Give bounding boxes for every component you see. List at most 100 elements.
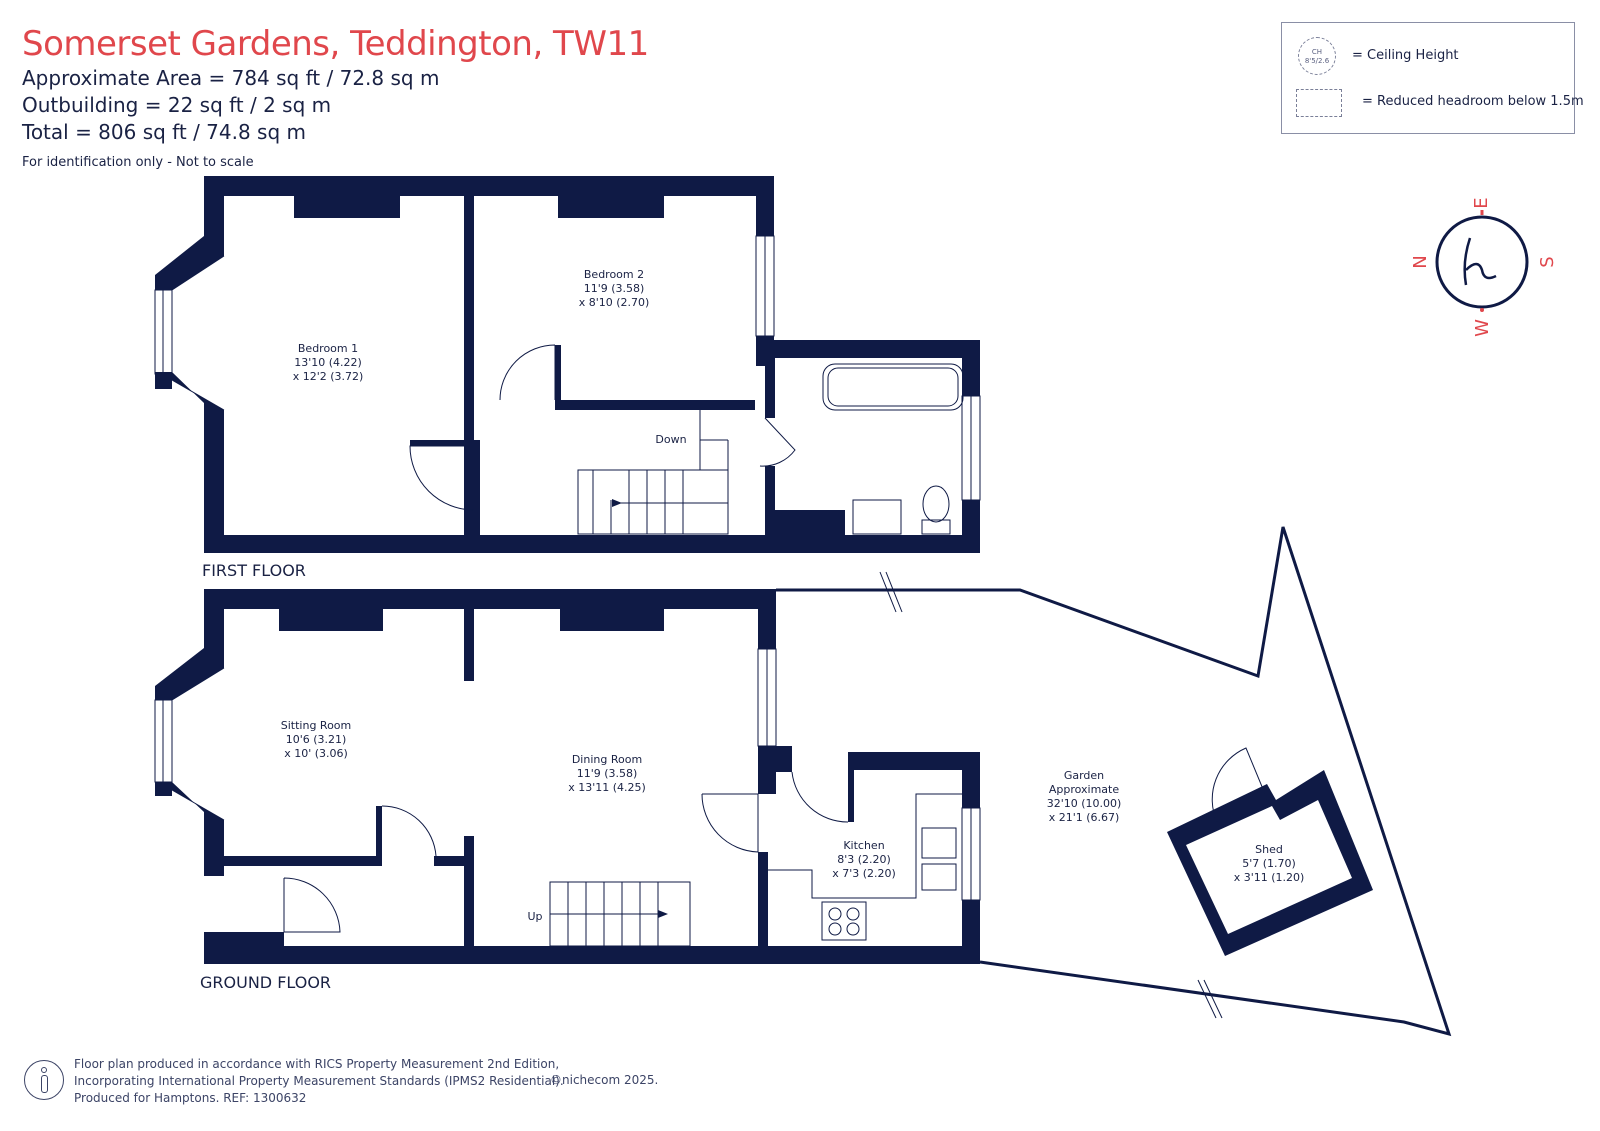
room-dim: x 10' (3.06) (284, 747, 348, 760)
gf-kitchen-door-jamb (848, 752, 854, 822)
room-name: Bedroom 1 (298, 342, 358, 355)
gf-top-wall (204, 589, 776, 609)
first-floor-details (154, 235, 981, 535)
ff-bath-inner (827, 367, 959, 407)
gf-hob-ring (846, 922, 860, 936)
ff-right-wall-upper (756, 176, 774, 236)
ff-bathroom-left-lower (765, 466, 775, 536)
ff-chimney-breast-2 (558, 196, 664, 218)
room-dim: x 13'11 (4.25) (568, 781, 646, 794)
compass-south: S (1537, 256, 1558, 267)
room-name: Kitchen (843, 839, 884, 852)
gf-left-wall-upper (204, 589, 224, 655)
ff-bath-door-swing (759, 417, 796, 467)
ff-bath (822, 363, 964, 411)
gf-partition-lower (464, 836, 474, 946)
room-dim: 13'10 (4.22) (294, 356, 362, 369)
ff-bed2-bottom-wall (555, 400, 755, 410)
ff-bay-corner-lower (155, 374, 172, 389)
gf-hob (821, 901, 867, 941)
gf-partition-upper (464, 609, 474, 681)
compass-west: W (1472, 319, 1493, 337)
reduced-headroom-icon (1296, 89, 1342, 117)
compass-east: E (1471, 197, 1492, 208)
gf-bay-side-b (171, 789, 225, 821)
ff-bed2-door-jamb (555, 345, 561, 410)
gf-kitchen-left-wall (758, 852, 768, 946)
ground-floor-details (154, 648, 981, 947)
gf-hob-ring (828, 907, 842, 921)
footer-copyright: ©nichecom 2025. (550, 1073, 659, 1087)
first-floor-label: FIRST FLOOR (202, 561, 306, 580)
ff-bay-lower (155, 372, 224, 422)
room-name: Dining Room (572, 753, 642, 766)
page-title: Somerset Gardens, Teddington, TW11 (22, 24, 649, 64)
gf-right-wall-upper (758, 589, 776, 649)
legend: CH 8'5/2.6 = Ceiling Height = Reduced he… (1281, 22, 1584, 134)
garden-boundary (776, 526, 1452, 1037)
garden-break-mark (1203, 979, 1223, 1019)
gf-sitting-door-swing (381, 805, 437, 857)
ff-bay-window-side-b (171, 379, 225, 411)
outbuilding-area: Outbuilding = 22 sq ft / 2 sq m (22, 93, 332, 117)
ff-bay-window-side-a (171, 255, 225, 291)
gf-hob-ring (828, 922, 842, 936)
gf-kitchen-inner-door-swing (791, 771, 849, 823)
footer-line-2: Incorporating International Property Mea… (74, 1074, 564, 1088)
room-dim: x 12'2 (3.72) (293, 370, 364, 383)
ff-bathroom-top-wall (756, 340, 980, 358)
reduced-headroom-label: = Reduced headroom below 1.5m (1362, 94, 1584, 109)
ff-bay-corner-upper (155, 275, 172, 290)
room-dim: 11'9 (3.58) (584, 282, 645, 295)
compass-north: N (1410, 255, 1431, 268)
ff-bathroom-right-upper (962, 340, 980, 396)
gf-hob-ring (846, 907, 860, 921)
ff-partition-bed1-bed2 (464, 196, 474, 535)
ff-bay-upper (155, 236, 224, 290)
garden-break-mark (879, 571, 897, 613)
gf-bay-corner-upper (155, 686, 172, 700)
garden-break-mark (1197, 979, 1217, 1019)
gf-front-door-swing (283, 877, 341, 933)
footer-line-1: Floor plan produced in accordance with R… (74, 1057, 560, 1071)
ff-bed2-door-swing (499, 344, 556, 401)
gf-porch-wall (204, 932, 284, 946)
gf-kitchen-door-swing (701, 793, 759, 853)
gf-chimney-breast-2 (560, 609, 664, 631)
room-name: Sitting Room (281, 719, 352, 732)
gf-sitting-door-jamb (376, 806, 382, 866)
footer-line-3: Produced for Hamptons. REF: 1300632 (74, 1091, 307, 1105)
approximate-area: Approximate Area = 784 sq ft / 72.8 sq m (22, 66, 440, 90)
ground-floor (155, 589, 980, 964)
shed-interior (1186, 800, 1352, 934)
room-dim: 8'3 (2.20) (837, 853, 891, 866)
gf-hall-wall-right (434, 856, 464, 866)
room-dim: x 21'1 (6.67) (1049, 811, 1120, 824)
room-dim: 10'6 (3.21) (286, 733, 347, 746)
gf-kitchen-sink (921, 827, 957, 859)
ff-wc (922, 485, 950, 523)
room-dim: 5'7 (1.70) (1242, 857, 1296, 870)
shed (1167, 747, 1373, 956)
room-sub: Approximate (1049, 783, 1119, 796)
ff-top-wall (204, 176, 774, 196)
total-area: Total = 806 sq ft / 74.8 sq m (22, 120, 307, 144)
room-name: Garden (1064, 769, 1104, 782)
ff-wc-cistern (921, 519, 951, 535)
ff-chimney-breast-1 (294, 196, 400, 218)
ff-bathroom-right-lower (962, 500, 980, 553)
compass-dot (1480, 308, 1484, 312)
ceiling-height-label: = Ceiling Height (1352, 48, 1459, 63)
garden-break-mark (885, 571, 903, 613)
ceiling-symbol-top: CH (1311, 48, 1323, 56)
stairs-up-label: Up (527, 910, 542, 923)
gf-kitchen-corner (758, 746, 792, 772)
gf-kitchen-top-wall (850, 752, 980, 770)
room-dim: x 7'3 (2.20) (832, 867, 896, 880)
stairs-down-label: Down (655, 433, 686, 446)
gf-kitchen-right-lower (962, 900, 980, 964)
first-floor (155, 176, 980, 553)
ff-left-wall-lower (204, 422, 224, 553)
ff-basin (852, 499, 902, 535)
gf-bottom-wall (204, 946, 980, 964)
